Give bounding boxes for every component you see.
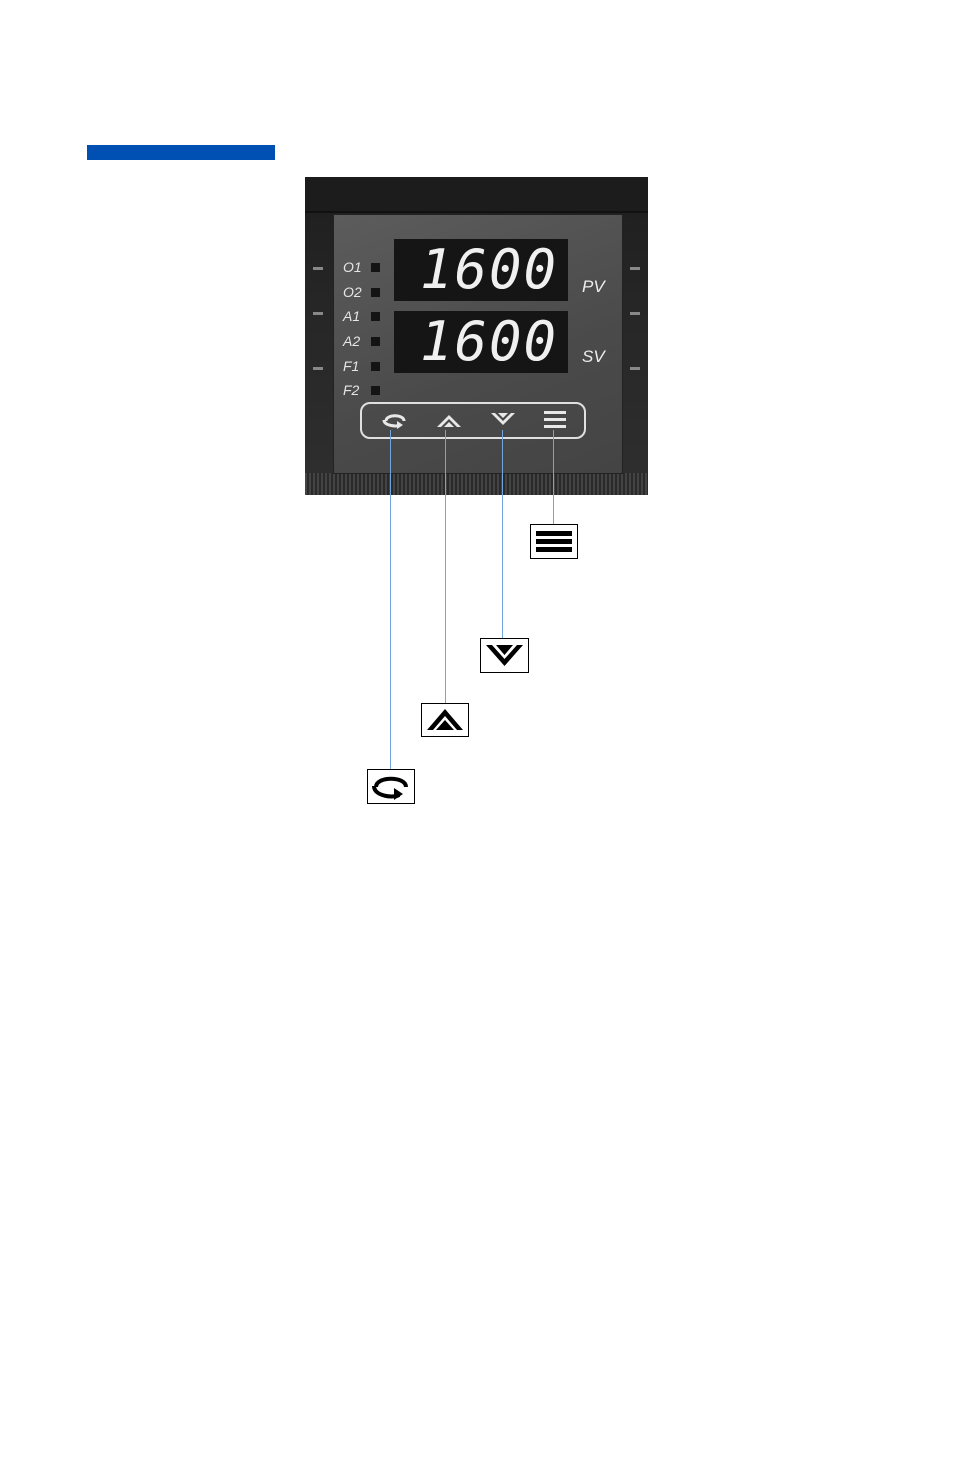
- indicator-led: [371, 288, 380, 297]
- indicator-f2: F2: [343, 382, 389, 400]
- up-arrow-icon: [434, 407, 464, 433]
- pv-value: 1600: [394, 239, 558, 301]
- bezel-tab: [630, 367, 640, 370]
- indicator-label: O1: [343, 259, 362, 275]
- indicator-led: [371, 337, 380, 346]
- indicator-led: [371, 386, 380, 395]
- menu-icon: [531, 525, 577, 558]
- vent-mesh: [305, 473, 648, 495]
- sv-value: 1600: [394, 311, 558, 373]
- bezel-tab: [313, 367, 323, 370]
- indicator-label: F2: [343, 382, 359, 398]
- menu-key[interactable]: [540, 407, 570, 433]
- up-key[interactable]: [434, 407, 464, 433]
- menu-key-callout: [553, 430, 554, 525]
- scroll-key[interactable]: [380, 407, 410, 433]
- scroll-key-callout: [390, 430, 391, 770]
- menu-icon: [540, 407, 570, 433]
- down-key[interactable]: [488, 407, 518, 433]
- indicator-led: [371, 263, 380, 272]
- sv-display: 1600: [394, 311, 568, 373]
- bezel-tab: [313, 312, 323, 315]
- indicator-a1: A1: [343, 308, 389, 326]
- indicator-led: [371, 362, 380, 371]
- indicator-f1: F1: [343, 358, 389, 376]
- scroll-key-legend: [367, 769, 415, 804]
- menu-key-legend: [530, 524, 578, 559]
- up-key-legend: [421, 703, 469, 737]
- pv-label: PV: [582, 277, 605, 297]
- section-header-bar: [87, 145, 275, 160]
- controller-face: O1 O2 A1 A2 F1 F2 1600 PV 1600: [333, 214, 623, 474]
- bezel-tab: [630, 312, 640, 315]
- scroll-icon: [368, 770, 414, 803]
- indicator-led: [371, 312, 380, 321]
- sv-label: SV: [582, 347, 605, 367]
- indicator-o1: O1: [343, 259, 389, 277]
- scroll-icon: [380, 407, 410, 433]
- indicator-a2: A2: [343, 333, 389, 351]
- indicator-label: O2: [343, 284, 362, 300]
- bezel-tab: [630, 267, 640, 270]
- indicator-label: A1: [343, 308, 360, 324]
- controller-photo: O1 O2 A1 A2 F1 F2 1600 PV 1600: [305, 177, 648, 495]
- pv-display: 1600: [394, 239, 568, 301]
- indicator-label: F1: [343, 358, 359, 374]
- down-key-legend: [480, 638, 529, 673]
- down-arrow-icon: [481, 639, 528, 672]
- down-key-callout: [502, 430, 503, 638]
- bezel-tab: [313, 267, 323, 270]
- up-arrow-icon: [422, 704, 468, 736]
- indicator-label: A2: [343, 333, 360, 349]
- down-arrow-icon: [488, 407, 518, 433]
- controller-top-edge: [305, 177, 648, 213]
- up-key-callout: [445, 430, 446, 704]
- indicator-o2: O2: [343, 284, 389, 302]
